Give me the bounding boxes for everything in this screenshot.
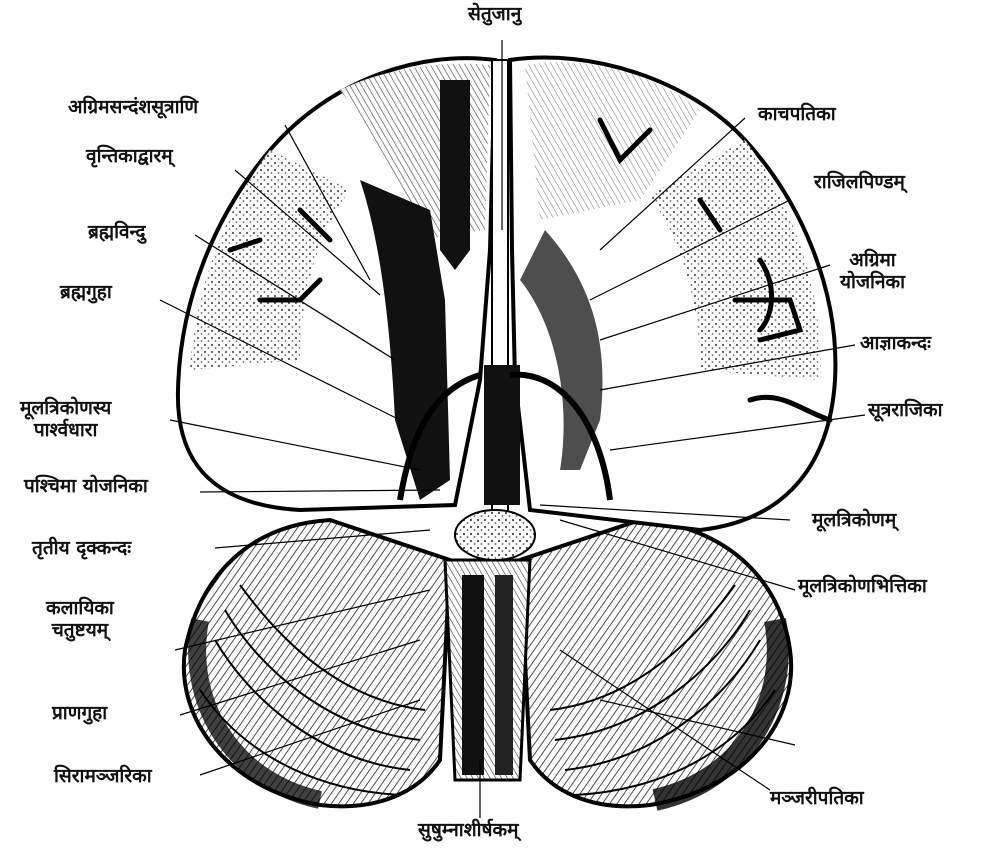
- label-kalayika: कलायिका: [46, 598, 114, 620]
- label-trtiya-drkkandah: तृतीय दृक्कन्दः: [32, 538, 131, 560]
- cerebellum: [184, 520, 791, 806]
- label-vrntikadvaram: वृन्तिकाद्वारम्: [86, 146, 173, 168]
- label-brahmaguha: ब्रह्मगुहा: [60, 282, 112, 304]
- label-catustayam: चतुष्टयम्: [46, 620, 114, 642]
- label-mulatrikonasya-parsvadhara: मूलत्रिकोणस्य पार्श्वधारा: [20, 398, 111, 442]
- label-pranaguha: प्राणगुहा: [52, 703, 107, 725]
- label-sutrarajika: सूत्रराजिका: [868, 400, 943, 422]
- label-setujanu: सेतुजानु: [468, 4, 521, 26]
- label-ajnakandah: आज्ञाकन्दः: [860, 333, 931, 355]
- label-pascima-yojanika: पश्चिमा योजनिका: [24, 476, 148, 498]
- label-mulatrikonabhittika: मूलत्रिकोणभित्तिका: [798, 576, 927, 598]
- label-kalayika-catustayam: कलायिका चतुष्टयम्: [46, 598, 114, 642]
- label-yojanika: योजनिका: [840, 272, 905, 294]
- cerebrum: [178, 58, 836, 560]
- label-agrima-yojanika: अग्रिमा योजनिका: [840, 250, 905, 294]
- cerebellum-left-lobe: [184, 520, 450, 806]
- cerebellum-right-lobe: [520, 520, 791, 806]
- label-kacapatika: काचपतिका: [758, 104, 836, 126]
- label-agrima: अग्रिमा: [840, 250, 905, 272]
- label-mulatrikonam: मूलत्रिकोणम्: [812, 510, 896, 532]
- label-parsvadhara: पार्श्वधारा: [20, 420, 111, 442]
- label-siramanjarika: सिरामञ्जरिका: [54, 766, 152, 788]
- label-rajilapindam: राजिलपिण्डम्: [814, 172, 905, 194]
- label-brahmavindu: ब्रह्मविन्दु: [88, 222, 146, 244]
- label-agrimasandamsasutrani: अग्रिमसन्दंशसूत्राणि: [68, 97, 198, 119]
- label-susumnasirsakam: सुषुम्नाशीर्षकम्: [418, 820, 518, 842]
- pineal-region: [455, 510, 535, 560]
- label-manjaripatika: मञ्जरीपतिका: [770, 788, 864, 810]
- label-mulatrikonasya: मूलत्रिकोणस्य: [20, 398, 111, 420]
- brainstem: [445, 560, 530, 780]
